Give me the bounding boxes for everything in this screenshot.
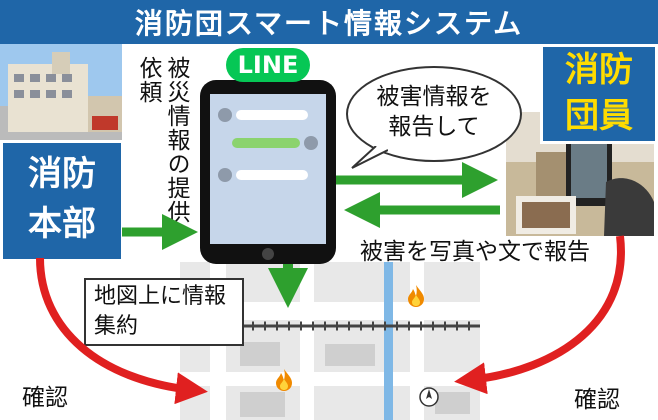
title-bar — [0, 0, 658, 44]
compass-icon — [419, 387, 439, 407]
map-aggregation-text: 地図上に情報集約 — [94, 284, 227, 339]
member-label-box: 消防団員 — [540, 44, 658, 144]
arrow-hq-confirm — [36, 257, 208, 405]
map-aggregation-box: 地図上に情報集約 — [84, 278, 244, 346]
smartphone — [200, 80, 336, 264]
hq-label: 消防本部 — [28, 154, 96, 244]
avatar — [218, 168, 232, 182]
home-button — [262, 248, 274, 260]
speech-tail — [351, 146, 388, 169]
speech-text: 被害情報を報告して — [376, 84, 492, 140]
chat-bubble — [236, 170, 308, 180]
phone-screen — [210, 94, 326, 244]
hq-building-photo — [0, 44, 122, 144]
page-title: 消防団スマート情報システム — [134, 7, 524, 40]
avatar — [304, 136, 318, 150]
avatar — [218, 108, 232, 122]
request-text: 被災情報の提供依頼 — [135, 56, 189, 224]
river — [384, 262, 393, 420]
arrow-member-confirm — [454, 235, 625, 395]
fire-icon — [408, 285, 424, 307]
chat-bubble — [232, 138, 300, 148]
app-label: LINE — [226, 48, 310, 82]
confirm-left: 確認 — [22, 385, 68, 411]
chat-bubble — [236, 110, 308, 120]
fire-icon — [276, 369, 292, 391]
report-text: 被害を写真や文で報告 — [360, 239, 590, 265]
member-label: 消防団員 — [565, 50, 633, 136]
hq-label-box: 消防本部 — [0, 140, 124, 262]
confirm-right: 確認 — [574, 387, 620, 413]
